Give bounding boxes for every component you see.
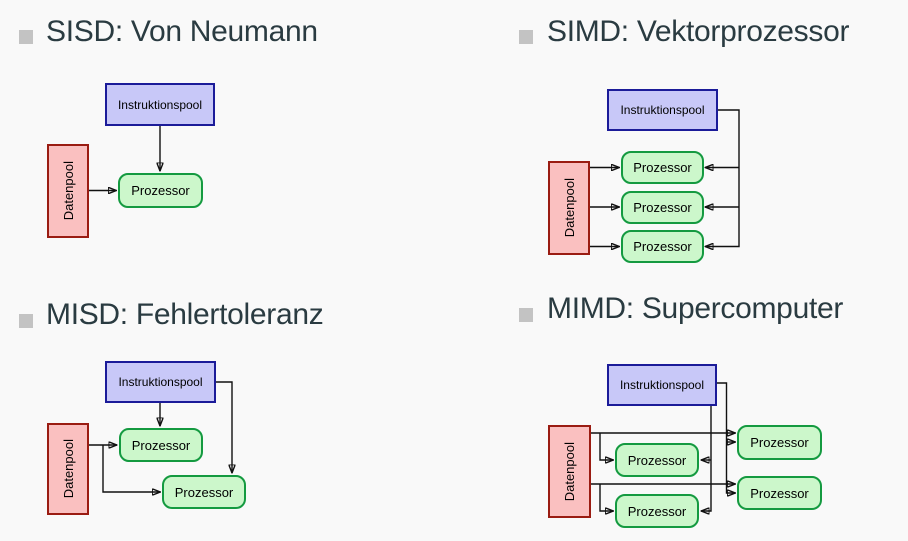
bullet-square-icon <box>19 30 33 44</box>
processor-box: Prozessor <box>737 425 822 460</box>
data-pool-label: Datenpool <box>562 441 577 502</box>
instruction-pool-box: Instruktionspool <box>607 364 717 406</box>
bullet-square-icon <box>19 314 33 328</box>
quadrant-title-mimd: MIMD: Supercomputer <box>547 292 844 325</box>
mimd-data2-branch <box>599 484 614 511</box>
simd-instr-bus <box>705 109 740 247</box>
processor-box: Prozessor <box>615 443 699 477</box>
data-pool-box: Datenpool <box>47 144 89 238</box>
data-pool-label: Datenpool <box>561 178 577 238</box>
data-pool-box: Datenpool <box>548 161 590 255</box>
misd-data-to-proc2 <box>102 445 161 492</box>
processor-box: Prozessor <box>621 190 704 224</box>
instruction-pool-box: Instruktionspool <box>105 361 216 403</box>
instruction-pool-box: Instruktionspool <box>105 83 215 126</box>
processor-box: Prozessor <box>621 151 704 184</box>
processor-box: Prozessor <box>615 494 699 528</box>
sisd-wires <box>89 126 160 191</box>
data-pool-box: Datenpool <box>47 423 89 515</box>
misd-instr-to-proc2 <box>216 381 232 473</box>
simd-wires <box>590 109 740 247</box>
processor-box: Prozessor <box>119 428 203 462</box>
bullet-square-icon <box>519 308 533 322</box>
data-pool-label: Datenpool <box>60 161 76 221</box>
processor-box: Prozessor <box>118 173 203 208</box>
data-pool-label: Datenpool <box>60 439 76 499</box>
processor-box: Prozessor <box>737 476 822 510</box>
misd-wires <box>89 381 232 492</box>
mimd-data1-branch <box>599 433 614 460</box>
data-pool-box: Datenpool <box>548 425 591 518</box>
quadrant-title-misd: MISD: Fehlertoleranz <box>46 298 324 331</box>
instruction-pool-box: Instruktionspool <box>607 89 718 131</box>
mimd-instr-bus-outer <box>717 382 736 493</box>
mimd-wires <box>591 382 736 511</box>
quadrant-title-sisd: SISD: Von Neumann <box>46 15 318 48</box>
mimd-instr-bus-inner <box>701 406 712 511</box>
bullet-square-icon <box>519 30 533 44</box>
processor-box: Prozessor <box>162 475 246 509</box>
quadrant-title-simd: SIMD: Vektorprozessor <box>547 15 850 48</box>
processor-box: Prozessor <box>621 230 704 263</box>
